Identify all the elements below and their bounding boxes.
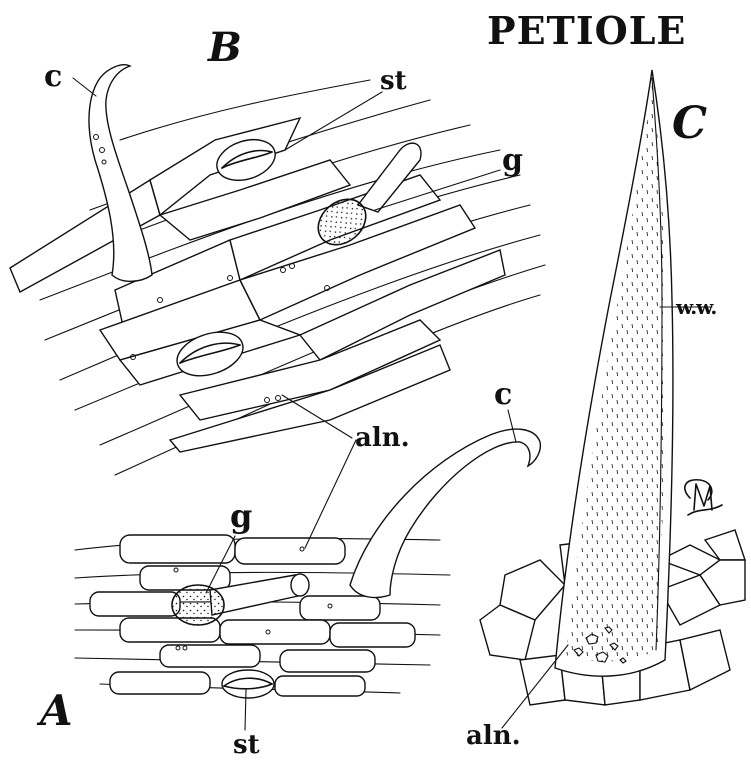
panel-c-hair [555, 70, 673, 676]
panel-b-letter: B [208, 28, 242, 68]
epidermal-cell [220, 620, 330, 644]
epidermal-cell [90, 592, 180, 616]
panel-c-wall-label: w.w. [676, 297, 716, 317]
epidermal-cell [300, 596, 380, 620]
panel-a-aleurone-label: aln. [355, 425, 410, 451]
epidermal-cell [110, 672, 210, 694]
epidermal-cell [275, 676, 365, 696]
panel-b-stoma-label: st [380, 68, 407, 94]
epidermal-cell [280, 650, 375, 672]
epidermal-cell [120, 535, 235, 563]
panel-a-stoma [222, 670, 274, 698]
epidermal-cell [140, 566, 230, 590]
panel-a-stoma-label: st [233, 732, 260, 758]
panel-c-aleurone-label: aln. [466, 723, 521, 749]
epidermal-cell [160, 645, 260, 667]
diagram-title: PETIOLE [487, 12, 686, 50]
panel-a-gland-label: g [230, 500, 252, 532]
panel-c-letter: C [672, 102, 707, 146]
epidermal-cell [235, 538, 345, 564]
panel-b-hair-label: c [44, 62, 62, 92]
panel-b-gland-label: g [502, 146, 523, 176]
panel-a-letter: A [40, 690, 73, 732]
epidermal-cell [330, 623, 415, 647]
panel-a-hair-label: c [494, 380, 512, 410]
signature-mark [685, 480, 722, 515]
